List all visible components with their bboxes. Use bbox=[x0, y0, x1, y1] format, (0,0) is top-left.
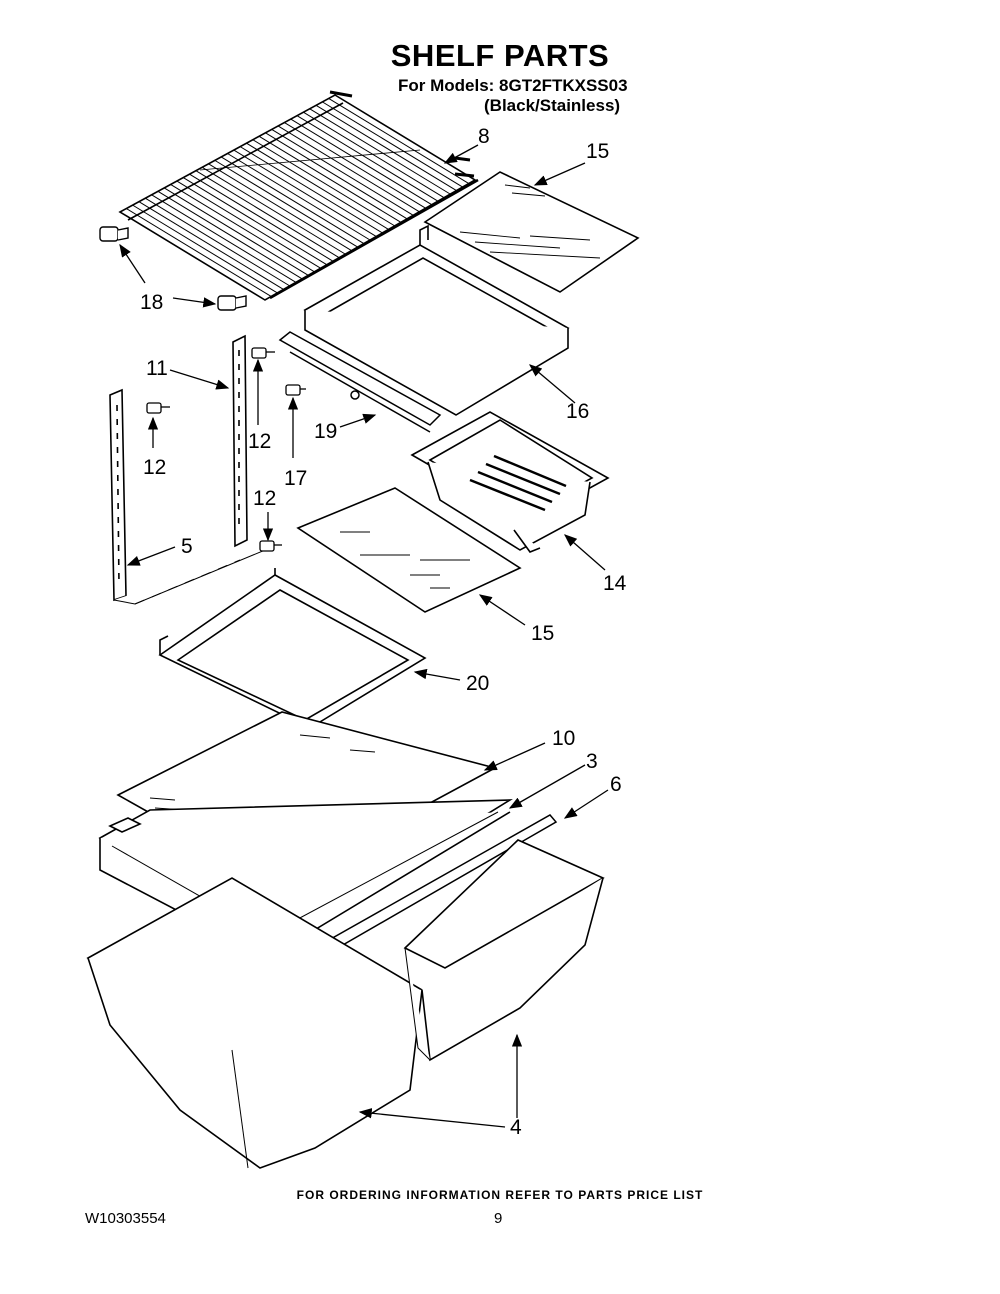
callout-15-top: 15 bbox=[586, 140, 609, 163]
wire-rung bbox=[220, 156, 365, 244]
crisper-drawers-part-4 bbox=[86, 839, 605, 1169]
callout-6: 6 bbox=[610, 773, 622, 796]
wire-rung bbox=[258, 135, 402, 223]
wire-rung bbox=[138, 201, 284, 290]
wire-rung bbox=[309, 108, 451, 195]
wire-rung bbox=[176, 180, 321, 269]
callout-12-upper: 12 bbox=[248, 430, 271, 453]
wire-rung bbox=[195, 170, 340, 259]
wire-rung bbox=[214, 159, 358, 248]
models-line: For Models: 8GT2FTKXSS03 bbox=[398, 76, 628, 95]
wire-rung bbox=[239, 146, 383, 234]
wire-rung bbox=[284, 122, 426, 209]
glass-panel-part-15-top bbox=[423, 171, 640, 293]
document-number: W10303554 bbox=[85, 1210, 166, 1227]
wire-rung bbox=[290, 118, 433, 206]
wire-rung bbox=[246, 142, 389, 230]
callout-16: 16 bbox=[566, 400, 589, 423]
ordering-note: FOR ORDERING INFORMATION REFER TO PARTS … bbox=[296, 1188, 704, 1202]
wire-rung bbox=[132, 204, 278, 294]
wire-rung bbox=[145, 197, 290, 287]
callout-11: 11 bbox=[146, 357, 168, 380]
callout-19: 19 bbox=[314, 420, 337, 443]
shelf-bracket-part-18 bbox=[99, 226, 247, 311]
crisper-pan-part-14 bbox=[410, 411, 610, 553]
page-number: 9 bbox=[494, 1210, 503, 1227]
callout-3: 3 bbox=[586, 750, 598, 773]
wire-rung bbox=[182, 177, 328, 266]
wire-rung bbox=[277, 125, 420, 213]
leader-arrows bbox=[119, 144, 609, 1128]
screw-part-12-17 bbox=[146, 347, 306, 552]
wire-rung bbox=[233, 149, 377, 237]
wire-shelf-part-8 bbox=[118, 90, 479, 301]
wire-rung bbox=[328, 98, 470, 184]
wire-rung bbox=[303, 111, 445, 199]
side-rail-part-5 bbox=[109, 388, 271, 605]
wire-rung bbox=[170, 184, 315, 273]
callout-4: 4 bbox=[510, 1116, 522, 1139]
wire-rung bbox=[126, 208, 272, 297]
callout-12-middle: 12 bbox=[253, 487, 276, 510]
variant-line: (Black/Stainless) bbox=[484, 96, 621, 115]
wire-rung bbox=[271, 128, 414, 216]
wire-rung bbox=[227, 153, 371, 241]
wire-rung bbox=[315, 104, 457, 192]
callout-8: 8 bbox=[478, 125, 490, 148]
callout-20: 20 bbox=[466, 672, 489, 695]
callout-18: 18 bbox=[140, 291, 163, 314]
callout-5: 5 bbox=[181, 535, 193, 558]
wire-rung bbox=[201, 166, 346, 255]
wire-rung bbox=[164, 187, 309, 276]
wire-rung bbox=[265, 132, 408, 220]
callout-15-bottom: 15 bbox=[531, 622, 554, 645]
side-rail-part-11 bbox=[232, 334, 248, 548]
callout-10: 10 bbox=[552, 727, 575, 750]
wire-rung bbox=[322, 101, 463, 188]
wire-rung bbox=[189, 173, 334, 262]
wire-rung bbox=[151, 194, 297, 283]
callout-17: 17 bbox=[284, 467, 307, 490]
page-title: SHELF PARTS bbox=[390, 38, 610, 73]
wire-rung bbox=[252, 139, 395, 227]
channel-part-19 bbox=[278, 331, 442, 433]
wire-rung bbox=[296, 115, 439, 202]
shelf-frame-part-20 bbox=[158, 568, 427, 729]
callout-labels: 8 15 18 16 11 12 19 17 12 12 5 14 15 20 … bbox=[140, 125, 627, 1139]
glass-panel-part-15-bottom bbox=[296, 487, 522, 613]
callout-12-left: 12 bbox=[143, 456, 166, 479]
wire-rung bbox=[208, 163, 352, 252]
deli-drawer-frame-part-16 bbox=[303, 224, 570, 416]
wire-rung bbox=[157, 190, 303, 280]
callout-14: 14 bbox=[603, 572, 627, 595]
